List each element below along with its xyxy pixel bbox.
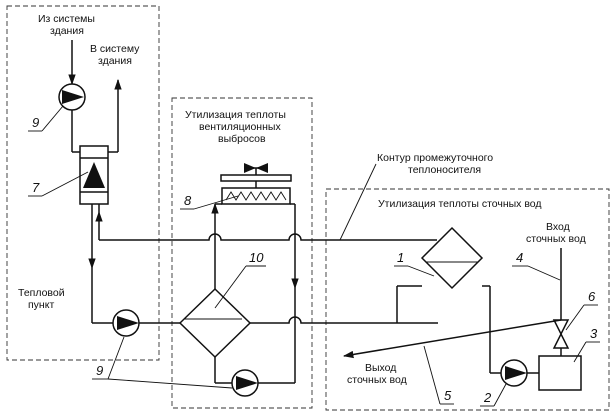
label-vent-title-2: вентиляционных [199,121,281,133]
svg-text:6: 6 [588,289,596,304]
heat-exchanger-7 [79,145,109,205]
callout-6: 6 [565,289,598,331]
label-outlet-2: сточных вод [347,374,407,386]
valve-6 [552,319,570,349]
vent-recovery-boundary [171,97,313,409]
label-heat-point-2: пункт [28,299,54,311]
callout-7: 7 [28,171,89,197]
label-vent-title-3: выбросов [218,133,266,145]
callout-10: 10 [214,250,266,309]
intermediate-leader [339,163,377,241]
label-wastewater-title: Утилизация теплоты сточных вод [378,198,542,210]
label-to-building-2: здания [98,55,132,67]
svg-text:7: 7 [32,180,40,195]
callout-3: 3 [573,326,600,363]
svg-text:10: 10 [249,250,264,265]
svg-text:8: 8 [184,193,192,208]
label-to-building-1: В систему [90,43,140,55]
label-from-building-2: здания [50,25,84,37]
pump-9-lower [231,369,259,397]
callout-4: 4 [512,250,561,281]
svg-text:5: 5 [444,388,452,403]
svg-text:9: 9 [96,363,103,378]
wastewater-recovery-boundary [325,188,610,411]
drain-line-5 [342,319,562,359]
svg-text:4: 4 [516,250,523,265]
callout-1: 1 [394,250,435,277]
label-inlet-1: Вход [546,221,570,233]
label-inlet-2: сточных вод [526,233,586,245]
svg-text:3: 3 [590,326,598,341]
label-heat-point-1: Тепловой [18,287,65,299]
label-intermediate-1: Контур промежуточного [377,152,493,164]
svg-text:2: 2 [483,390,492,405]
callout-9-bottom: 9 [92,336,233,389]
ventilation-coil-8 [220,163,292,205]
svg-text:9: 9 [32,115,39,130]
callout-8: 8 [180,193,239,210]
heat-exchanger-10 [178,287,252,359]
svg-text:1: 1 [397,250,404,265]
label-vent-title-1: Утилизация теплоты [185,109,286,121]
heat-exchanger-1 [420,226,484,290]
callout-5: 5 [423,345,454,405]
label-intermediate-2: теплоносителя [408,164,481,176]
callout-9-top: 9 [28,105,64,132]
heat-point-boundary [6,5,160,361]
callout-2: 2 [480,383,507,407]
pump-2 [500,359,528,387]
label-outlet-1: Выход [365,362,396,374]
pump-9-top [58,83,86,111]
pump-9-mid [112,309,140,337]
intermediate-top-line [99,233,422,241]
label-from-building-1: Из системы [38,13,95,25]
hx10-right-output [250,316,438,324]
